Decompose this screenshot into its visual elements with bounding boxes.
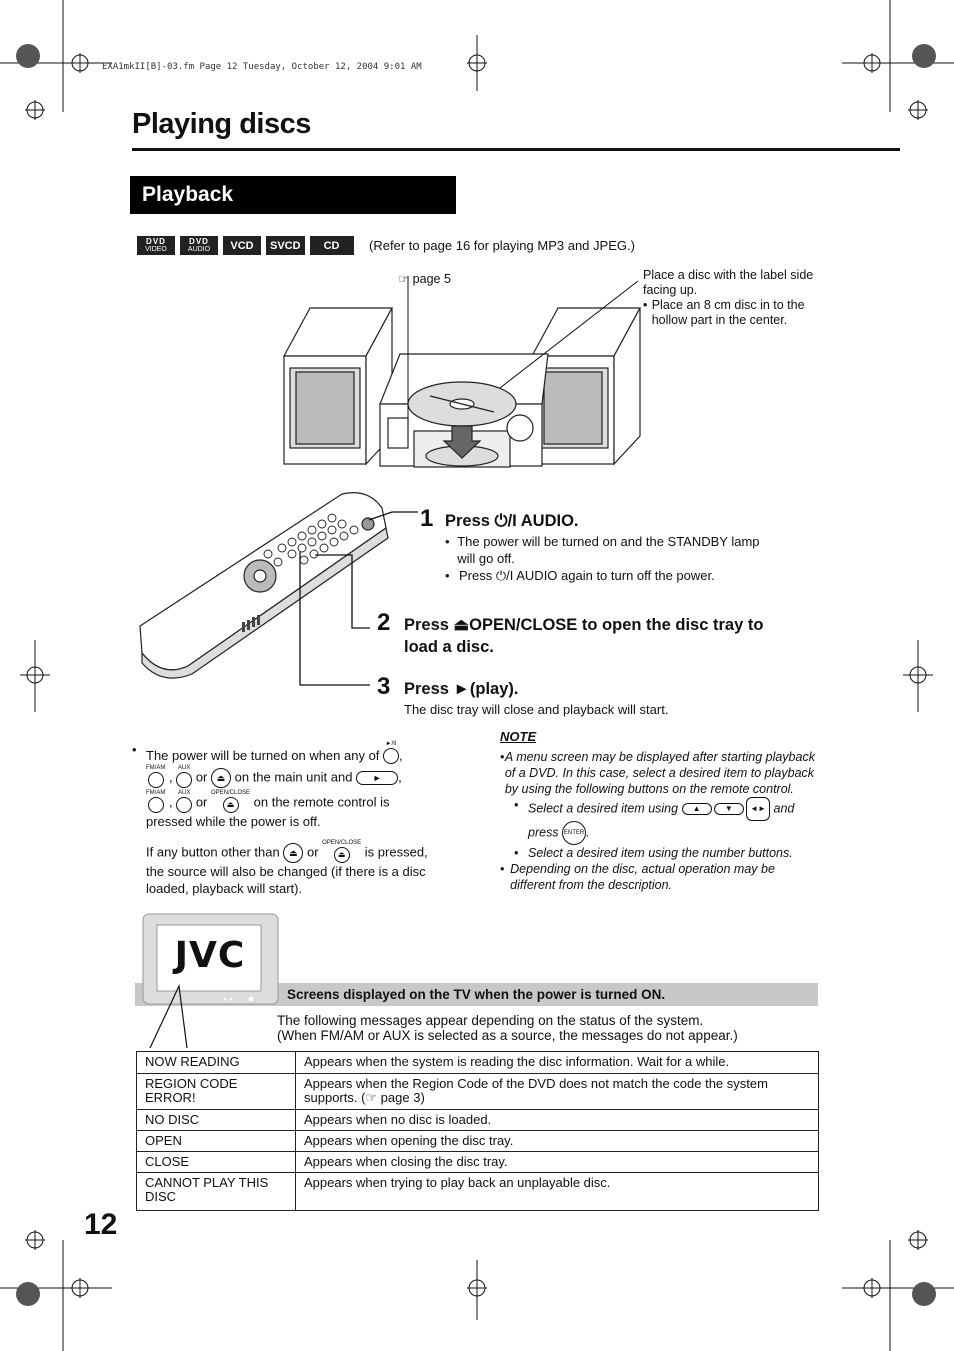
enter-button-icon: ENTER	[562, 821, 587, 845]
badges-note: (Refer to page 16 for playing MP3 and JP…	[369, 238, 635, 253]
screens-intro: The following messages appear depending …	[277, 1013, 738, 1043]
tv-illustration	[142, 913, 279, 1049]
message-desc: Appears when opening the disc tray.	[295, 1130, 819, 1152]
stereo-system-illustration	[282, 276, 642, 468]
table-row: REGION CODE ERROR! Appears when the Regi…	[136, 1073, 819, 1110]
remote-open-close-button-icon: OPEN/CLOSE⏏	[211, 790, 250, 814]
step-1-bullet-1: The power will be turned on and the STAN…	[457, 534, 760, 566]
section-title: Playback	[130, 176, 456, 214]
eject-button-icon: ⏏	[211, 768, 231, 789]
step-2-title: Press ⏏OPEN/CLOSE to open the disc tray …	[404, 616, 764, 656]
screens-title: Screens displayed on the TV when the pow…	[287, 987, 666, 1002]
message-key: NOW READING	[136, 1051, 296, 1074]
step-1-bullet-2: Press ⏻/I AUDIO again to turn off the po…	[459, 568, 715, 583]
screens-header-bar	[135, 983, 818, 1006]
cursor-buttons-icon: ▲ ▼ ◄►	[681, 797, 771, 821]
fmam-button-icon: FM/AM	[146, 765, 165, 788]
step-2-number: 2	[377, 609, 391, 636]
table-row: OPEN Appears when opening the disc tray.	[136, 1130, 819, 1152]
note-bullet-2: Depending on the disc, actual operation …	[510, 862, 775, 892]
note-title: NOTE	[500, 729, 537, 744]
screens-intro-line1: The following messages appear depending …	[277, 1013, 704, 1028]
callout-page-ref: ☞ page 5	[398, 272, 451, 286]
play-pause-button-icon: ►/II	[383, 741, 400, 764]
message-key: REGION CODE ERROR!	[136, 1073, 296, 1110]
message-key: CANNOT PLAY THIS DISC	[136, 1172, 296, 1211]
badge-vcd: VCD	[223, 236, 261, 255]
message-desc: Appears when no disc is loaded.	[295, 1109, 819, 1131]
callout-disc-line2: Place an 8 cm disc in to the hollow part…	[651, 298, 805, 327]
step-3-body: The disc tray will close and playback wi…	[404, 702, 669, 717]
step-1-title: Press ⏻/I AUDIO.	[445, 512, 579, 530]
note-sub-bullet-2: Select a desired item using the number b…	[528, 846, 793, 860]
page-number: 12	[84, 1208, 118, 1241]
step-3-number: 3	[377, 673, 391, 700]
message-desc: Appears when trying to play back an unpl…	[295, 1172, 819, 1211]
power-on-note: • The power will be turned on when any o…	[132, 741, 428, 897]
callout-disc: Place a disc with the label side facing …	[643, 268, 833, 328]
title-rule	[132, 148, 900, 151]
step-1-bullets: •The power will be turned on and the STA…	[445, 533, 775, 584]
table-row: CANNOT PLAY THIS DISC Appears when tryin…	[136, 1172, 819, 1211]
message-key: OPEN	[136, 1130, 296, 1152]
remote-aux-button-icon: AUX	[176, 790, 193, 814]
message-desc: Appears when closing the disc tray.	[295, 1151, 819, 1173]
remote-control-illustration	[139, 492, 389, 679]
messages-table: NOW READING Appears when the system is r…	[136, 1051, 819, 1211]
file-header: EXA1mkII[B]-03.fm Page 12 Tuesday, Octob…	[102, 62, 422, 72]
badge-cd: CD	[309, 236, 354, 255]
aux-button-icon: AUX	[176, 765, 193, 788]
table-row: CLOSE Appears when closing the disc tray…	[136, 1151, 819, 1173]
message-key: CLOSE	[136, 1151, 296, 1173]
remote-open-close-button-icon-2: OPEN/CLOSE⏏	[322, 840, 361, 864]
screens-intro-line2: (When FM/AM or AUX is selected as a sour…	[277, 1028, 738, 1043]
badge-svcd: SVCD	[266, 236, 305, 255]
step-3-title: Press ►(play).	[404, 680, 519, 698]
note-bullet-1: A menu screen may be displayed after sta…	[504, 750, 815, 796]
note-body: •A menu screen may be displayed after st…	[500, 749, 822, 893]
message-desc: Appears when the system is reading the d…	[295, 1051, 819, 1074]
step-1-number: 1	[420, 505, 434, 532]
message-key: NO DISC	[136, 1109, 296, 1131]
table-row: NOW READING Appears when the system is r…	[136, 1051, 819, 1074]
eject-button-icon-2: ⏏	[283, 843, 304, 864]
play-button-icon: ►	[356, 771, 399, 786]
remote-fmam-button-icon: FM/AM	[146, 790, 165, 814]
table-row: NO DISC Appears when no disc is loaded.	[136, 1109, 819, 1131]
callout-disc-line1: Place a disc with the label side facing …	[643, 268, 814, 297]
tv-screen-logo: JVC	[174, 935, 246, 976]
page-title: Playing discs	[132, 108, 311, 140]
message-desc: Appears when the Region Code of the DVD …	[295, 1073, 819, 1110]
